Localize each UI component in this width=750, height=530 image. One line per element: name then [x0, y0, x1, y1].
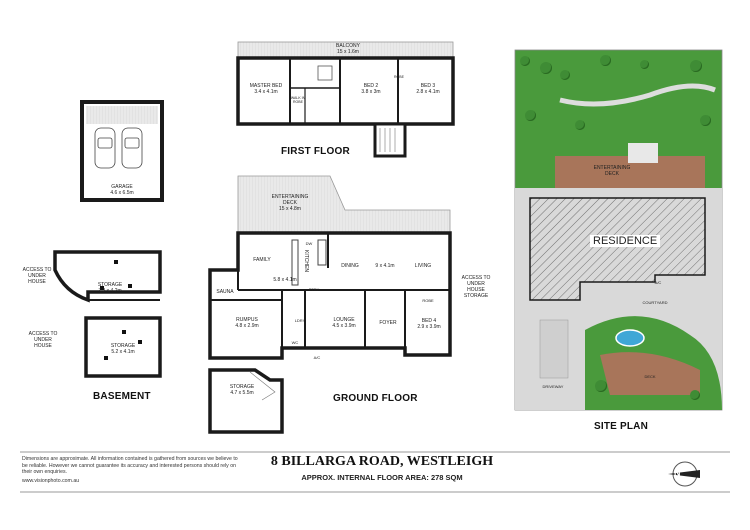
basement-plan	[53, 250, 162, 378]
family-label: FAMILY	[253, 257, 271, 263]
driveway-label: DRIVEWAY	[542, 384, 564, 389]
bed2-name: BED 2	[363, 83, 379, 89]
bed2-size: 3.8 x 3m	[361, 89, 381, 95]
balcony-size: 15 x 1.6m	[337, 49, 359, 55]
family-size: 5.8 x 4.1m	[273, 277, 297, 283]
lower-deck-label: DECK	[644, 374, 656, 379]
wir-label: WALK IN ROBE	[290, 96, 306, 104]
dining-living-size: 9 x 4.1m	[375, 263, 395, 269]
dw-label: DW	[305, 241, 313, 246]
bed3-size: 2.8 x 4.1m	[416, 89, 440, 95]
bsmt-storage2-name: STORAGE	[110, 343, 136, 349]
first-floor-plan	[236, 41, 455, 158]
north-arrow-icon: N	[674, 468, 681, 478]
bed4-name: BED 4	[421, 318, 437, 324]
site-deck-label: ENTERTAINING DECK	[593, 165, 631, 177]
garage-size: 4.6 x 6.5m	[110, 190, 134, 196]
disclaimer-text: Dimensions are approximate. All informat…	[22, 456, 238, 476]
bed3-name: BED 3	[420, 83, 436, 89]
bed4-size: 2.9 x 3.9m	[417, 324, 441, 330]
rumpus-name: RUMPUS	[236, 317, 258, 323]
lounge-name: LOUNGE	[333, 317, 355, 323]
master-bed-name: MASTER BED	[249, 83, 283, 89]
basement-heading: BASEMENT	[93, 391, 151, 402]
balcony-name: BALCONY	[336, 43, 360, 49]
lounge-size: 4.5 x 3.9m	[332, 323, 356, 329]
foyer-label: FOYER	[379, 320, 397, 326]
sauna-label: SAUNA	[216, 289, 234, 295]
rumpus-size: 4.8 x 2.9m	[235, 323, 259, 329]
bsmt-storage1-size: 7.3 x 4.2m	[98, 288, 122, 294]
wc-label: WC	[291, 340, 299, 345]
gf-access-storage-label: ACCESS TO UNDER HOUSE STORAGE	[461, 275, 491, 299]
site-plan-heading: SITE PLAN	[594, 421, 649, 432]
north-arrow-graphic	[668, 461, 700, 487]
entertaining-deck-name: ENTERTAINING DECK	[271, 194, 309, 206]
garage-name: GARAGE	[111, 184, 133, 190]
first-floor-heading: FIRST FLOOR	[281, 146, 350, 157]
gf-ac-label: A/C	[313, 355, 321, 360]
garage-plan	[80, 100, 164, 202]
ptry-label: PTRY	[308, 287, 320, 292]
ldry-label: LDRY	[294, 318, 306, 323]
gf-storage-size: 4.7 x 5.5m	[230, 390, 254, 396]
website-text: www.visionphoto.com.au	[22, 477, 80, 484]
bsmt-access2-label: ACCESS TO UNDER HOUSE	[28, 331, 58, 349]
residence-label: RESIDENCE	[590, 235, 661, 247]
ground-floor-plan	[208, 175, 452, 434]
master-bed-size: 3.4 x 4.1m	[254, 89, 278, 95]
gf-robe-label: ROBE	[422, 298, 434, 303]
site-ac-label: A/C	[654, 280, 662, 285]
gf-storage-name: STORAGE	[229, 384, 255, 390]
living-label: LIVING	[414, 263, 432, 269]
floor-area: APPROX. INTERNAL FLOOR AREA: 278 SQM	[301, 473, 463, 482]
kitchen-label: KITCHEN	[303, 250, 309, 272]
bsmt-storage2-size: 5.2 x 4.1m	[111, 349, 135, 355]
ground-floor-heading: GROUND FLOOR	[333, 393, 418, 404]
property-address: 8 BILLARGA ROAD, WESTLEIGH	[270, 454, 494, 469]
dining-label: DINING	[341, 263, 359, 269]
bsmt-access1-label: ACCESS TO UNDER HOUSE	[22, 267, 52, 285]
entertaining-deck-size: 15 x 4.8m	[279, 206, 301, 212]
bsmt-storage1-name: STORAGE	[97, 282, 123, 288]
ff-robe-label: ROBE	[394, 75, 404, 79]
footer-disclaimer-block: Dimensions are approximate. All informat…	[22, 456, 242, 484]
site-plan	[514, 49, 723, 411]
courtyard-label: COURTYARD	[642, 300, 668, 305]
